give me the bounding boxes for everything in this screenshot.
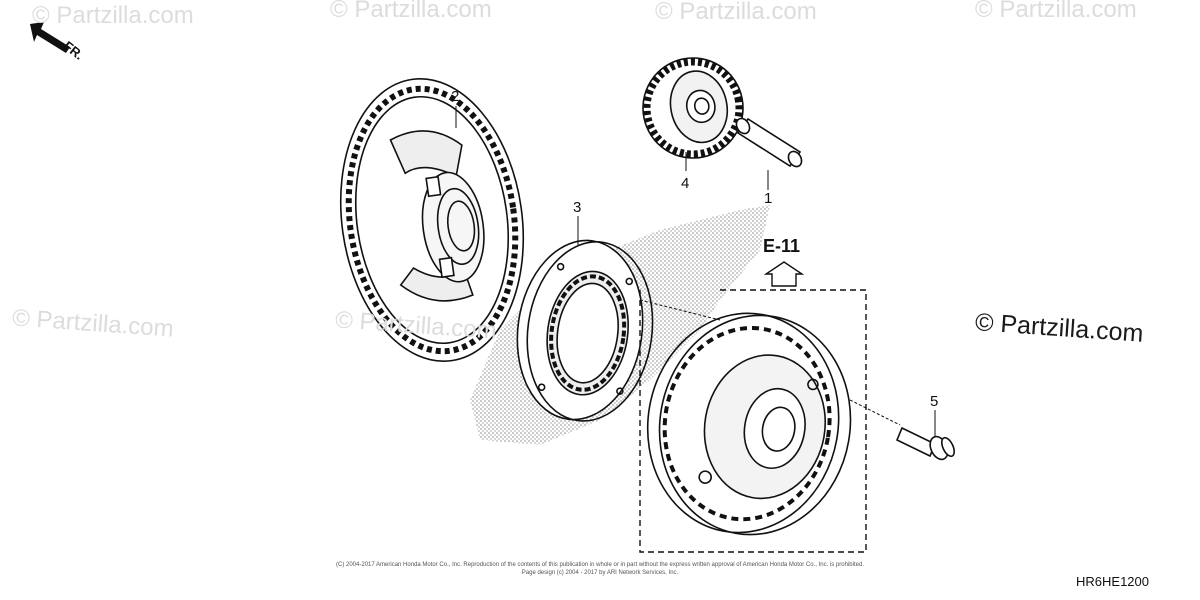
assembly-outline-box: [639, 289, 867, 553]
callout-3[interactable]: 3: [573, 199, 582, 216]
part-4-idle-gear[interactable]: [634, 49, 753, 168]
leader-lines: [455, 106, 936, 436]
callout-2[interactable]: 2: [451, 88, 460, 105]
up-arrow-icon: [763, 261, 805, 287]
part-2-gear[interactable]: [323, 67, 541, 373]
part-3-starter-clutch[interactable]: [506, 232, 664, 429]
callout-5[interactable]: 5: [930, 393, 939, 410]
watermark-top-4: © Partzilla.com: [975, 0, 1137, 23]
callout-1[interactable]: 1: [764, 190, 773, 207]
flywheel-assembly[interactable]: [631, 298, 868, 550]
part-1-shaft[interactable]: [734, 116, 804, 169]
reference-e11-label[interactable]: E-11: [763, 236, 801, 256]
front-direction-arrow-icon: [30, 22, 70, 53]
watermark-top-3: © Partzilla.com: [655, 0, 817, 25]
copyright-line-1: (C) 2004-2017 American Honda Motor Co., …: [336, 562, 864, 568]
watermark-top-1: © Partzilla.com: [32, 2, 194, 29]
part-5-bolt[interactable]: [895, 426, 957, 462]
diagram-code: HR6HE1200: [1076, 574, 1149, 589]
copyright-line-2: Page design (c) 2004 - 2017 by ARI Netwo…: [521, 570, 679, 576]
callout-4[interactable]: 4: [681, 175, 690, 192]
watermark-top-2: © Partzilla.com: [330, 0, 492, 23]
